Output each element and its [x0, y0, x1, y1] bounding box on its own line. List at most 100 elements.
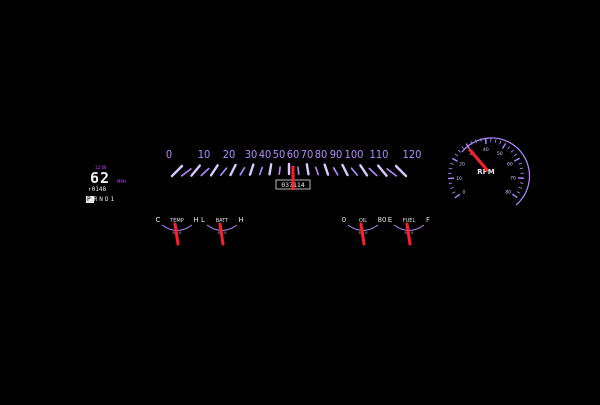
speed-tick [350, 167, 359, 176]
speed-scale-label: 30 [245, 148, 258, 161]
gauge-high-label: H [193, 216, 198, 224]
tach-tick [494, 139, 497, 143]
gear-p: P [86, 196, 94, 203]
gauge-needle [173, 222, 180, 246]
tach-needle [468, 148, 489, 172]
lcd-odometer-prefix: ↑ [88, 186, 92, 193]
tach-tick [454, 153, 459, 157]
speed-tick [323, 163, 330, 176]
speed-tick [180, 168, 192, 177]
lcd-speed: 62 [90, 169, 111, 187]
tach-tick [510, 149, 514, 153]
speed-tick [314, 166, 320, 176]
tach-rpm-label: RPM [477, 168, 495, 176]
gauge-needle [359, 222, 366, 246]
speed-scale-label: 70 [301, 148, 314, 161]
tach-ticks [448, 137, 524, 199]
gauge-low-label: E [388, 216, 392, 224]
lcd-odometer: ↑0148 [88, 186, 106, 193]
tach-tick [448, 182, 453, 185]
tach-tick [450, 162, 454, 165]
speed-tick [297, 166, 300, 175]
gauge-title: BATT [216, 218, 229, 224]
speed-tick [268, 163, 273, 176]
tach-tick [513, 157, 520, 162]
speed-tick [219, 167, 228, 176]
speed-tick [332, 167, 339, 176]
gauge-low-label: L [201, 216, 205, 224]
lcd-speed-unit: MPH [117, 179, 126, 184]
speed-tick [341, 163, 349, 177]
speed-tick [248, 163, 255, 176]
tach-tick [461, 146, 465, 150]
tach-tick [465, 143, 470, 150]
tach-scale-label: 50 [497, 151, 503, 157]
tach-tick [454, 193, 461, 199]
speed-tick [209, 164, 219, 177]
gauge-title: TEMP [169, 218, 184, 224]
tach-tick [475, 139, 477, 143]
tach-arc [461, 137, 531, 206]
tach-tick [518, 186, 523, 189]
speed-needle [291, 166, 295, 190]
speed-scale-label: 120 [403, 148, 422, 161]
gear-r: R [93, 196, 100, 203]
speed-tick [376, 164, 388, 177]
tach-tick [511, 193, 518, 199]
speed-tick [386, 168, 398, 177]
speed-tick [305, 163, 310, 176]
tach-tick [519, 167, 524, 170]
tach-scale-label: 10 [456, 176, 462, 182]
speed-scale-label: 110 [370, 148, 389, 161]
lcd-odometer-value: 0148 [91, 186, 107, 193]
speed-tick [278, 166, 281, 175]
gauge-high-label: 80 [378, 216, 387, 224]
speed-tick [394, 164, 408, 178]
gauge-needle [405, 222, 412, 246]
tach-tick [470, 141, 473, 145]
speed-tick [258, 166, 264, 176]
speed-scale-label: 90 [330, 148, 343, 161]
speed-scale-label: 10 [198, 148, 211, 161]
tach-tick [452, 191, 456, 194]
speed-tick [239, 167, 246, 176]
tach-tick [448, 167, 453, 170]
tach-scale-label: 80 [505, 189, 511, 195]
digital-display: 12:06 62 MPH ↑0148 PRND1 [68, 165, 132, 207]
gear-1: 1 [110, 196, 117, 203]
gauge-needle [218, 222, 225, 246]
speed-scale-label: 0 [166, 148, 172, 161]
tach-scale-label: 60 [507, 161, 513, 167]
gear-n: N [99, 196, 105, 203]
gauge-high-label: F [426, 216, 430, 224]
tach-scale-label: 20 [459, 162, 465, 168]
tach-tick [451, 157, 458, 162]
speed-tick [190, 164, 202, 177]
tach-tick [519, 182, 524, 184]
tach-tick [507, 146, 511, 150]
speed-tick [368, 167, 378, 177]
tach-scale-label: 70 [510, 176, 516, 182]
gauge-title: FUEL [403, 218, 416, 224]
tach-scale-label: 0 [462, 189, 465, 195]
gauge-low-label: C [156, 216, 161, 224]
speed-scale-label: 60 [287, 148, 300, 161]
tach-tick [516, 191, 521, 194]
speed-tick [200, 167, 210, 177]
tach-tick [450, 187, 454, 189]
lcd-clock: 12:06 [95, 165, 107, 170]
gauge-title: OIL [359, 218, 367, 224]
tach-tick [499, 140, 502, 145]
tach-tick [513, 153, 518, 157]
tach-tick [518, 162, 522, 165]
speed-scale-label: 40 [259, 148, 272, 161]
tach-tick [501, 143, 507, 149]
speed-tick [229, 163, 237, 177]
speed-scale-label: 50 [273, 148, 286, 161]
